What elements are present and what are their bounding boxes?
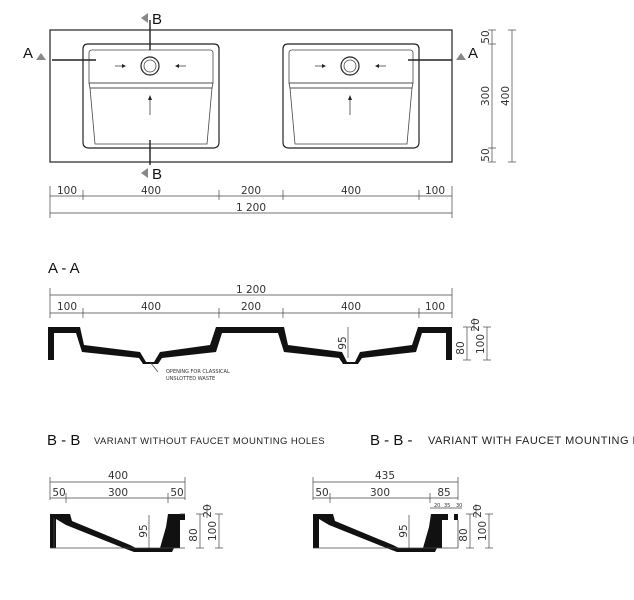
aa-seg-2: 400 [141,301,161,313]
bb-right-depth: 95 [398,524,410,537]
bb-right-profile [313,514,458,552]
basin-left [82,43,220,149]
bb-right-height-80: 80 [458,528,470,541]
bb-left-height-80: 80 [188,528,200,541]
plan-dim-5: 100 [425,185,445,197]
aa-basin-depth: 95 [337,336,349,349]
section-aa-title: A - A [48,260,80,277]
marker-b-top: B [152,11,162,28]
plan-dim-2: 400 [141,185,161,197]
section-arrow-b-bottom [141,168,148,178]
aa-total-width: 1 200 [236,284,266,296]
faucet-hole-left [140,56,160,76]
bb-right-title: B - B - [370,432,413,449]
bb-left-title: B - B [47,432,80,449]
aa-height-80: 80 [455,341,467,354]
aa-seg-1: 100 [57,301,77,313]
bb-right-small-1: 20 [434,503,440,509]
section-bb-without-holes: B - B VARIANT WITHOUT FAUCET MOUNTING HO… [47,432,325,552]
section-bb-with-holes: B - B - VARIANT WITH FAUCET MOUNTING HOL… [312,432,634,552]
bb-right-small-2: 35 [444,503,450,509]
aa-seg-5: 100 [425,301,445,313]
bb-left-height-100: 100 [207,521,219,541]
bb-right-height-100: 100 [477,521,489,541]
plan-total-depth: 400 [500,86,512,106]
plan-horizontal-dimensions: 100 400 200 400 100 1 200 [49,185,453,218]
bb-left-depth: 95 [138,524,150,537]
bb-left-height-20: 20 [202,504,214,517]
aa-seg-3: 200 [241,301,261,313]
plan-vdim-2: 300 [480,86,492,106]
plan-vertical-dimensions: 50 300 50 400 [480,29,516,163]
plan-dim-1: 100 [57,185,77,197]
faucet-hole-right [340,56,360,76]
bb-left-total: 400 [108,470,128,482]
bb-right-seg-1: 50 [315,487,328,499]
aa-section-profile [48,327,452,364]
aa-seg-4: 400 [341,301,361,313]
section-aa: A - A 1 200 100 400 200 400 100 95 OPENI… [48,260,491,382]
aa-height-100: 100 [475,334,487,354]
marker-a-left: A [23,45,33,62]
section-arrow-a-right [456,53,466,60]
aa-note-line2: UNSLOTTED WASTE [166,376,215,382]
aa-height-20: 20 [470,318,482,331]
plan-view: A A B B 100 400 200 400 100 1 200 [23,11,516,218]
section-arrow-b-top [141,13,148,23]
bb-left-seg-2: 300 [108,487,128,499]
bb-left-subtitle: VARIANT WITHOUT FAUCET MOUNTING HOLES [94,436,325,447]
marker-b-bottom: B [152,166,162,183]
bb-left-profile [50,514,185,552]
basin-right [282,43,420,149]
plan-dim-4: 400 [341,185,361,197]
plan-vdim-1: 50 [480,30,492,43]
bb-right-total: 435 [375,470,395,482]
bb-right-height-20: 20 [472,504,484,517]
bb-right-seg-3: 85 [437,487,450,499]
plan-vdim-3: 50 [480,148,492,161]
aa-note-line1: OPENING FOR CLASSICAL [166,369,230,375]
bb-left-seg-1: 50 [52,487,65,499]
plan-total-width: 1 200 [236,202,266,214]
plan-dim-3: 200 [241,185,261,197]
section-arrow-a-left [36,53,46,60]
bb-right-seg-2: 300 [370,487,390,499]
bb-left-seg-3: 50 [170,487,183,499]
countertop-outline [49,29,453,163]
bb-right-subtitle: VARIANT WITH FAUCET MOUNTING HOLES [428,435,634,447]
bb-right-small-3: 30 [456,503,462,509]
marker-a-right: A [468,45,478,62]
